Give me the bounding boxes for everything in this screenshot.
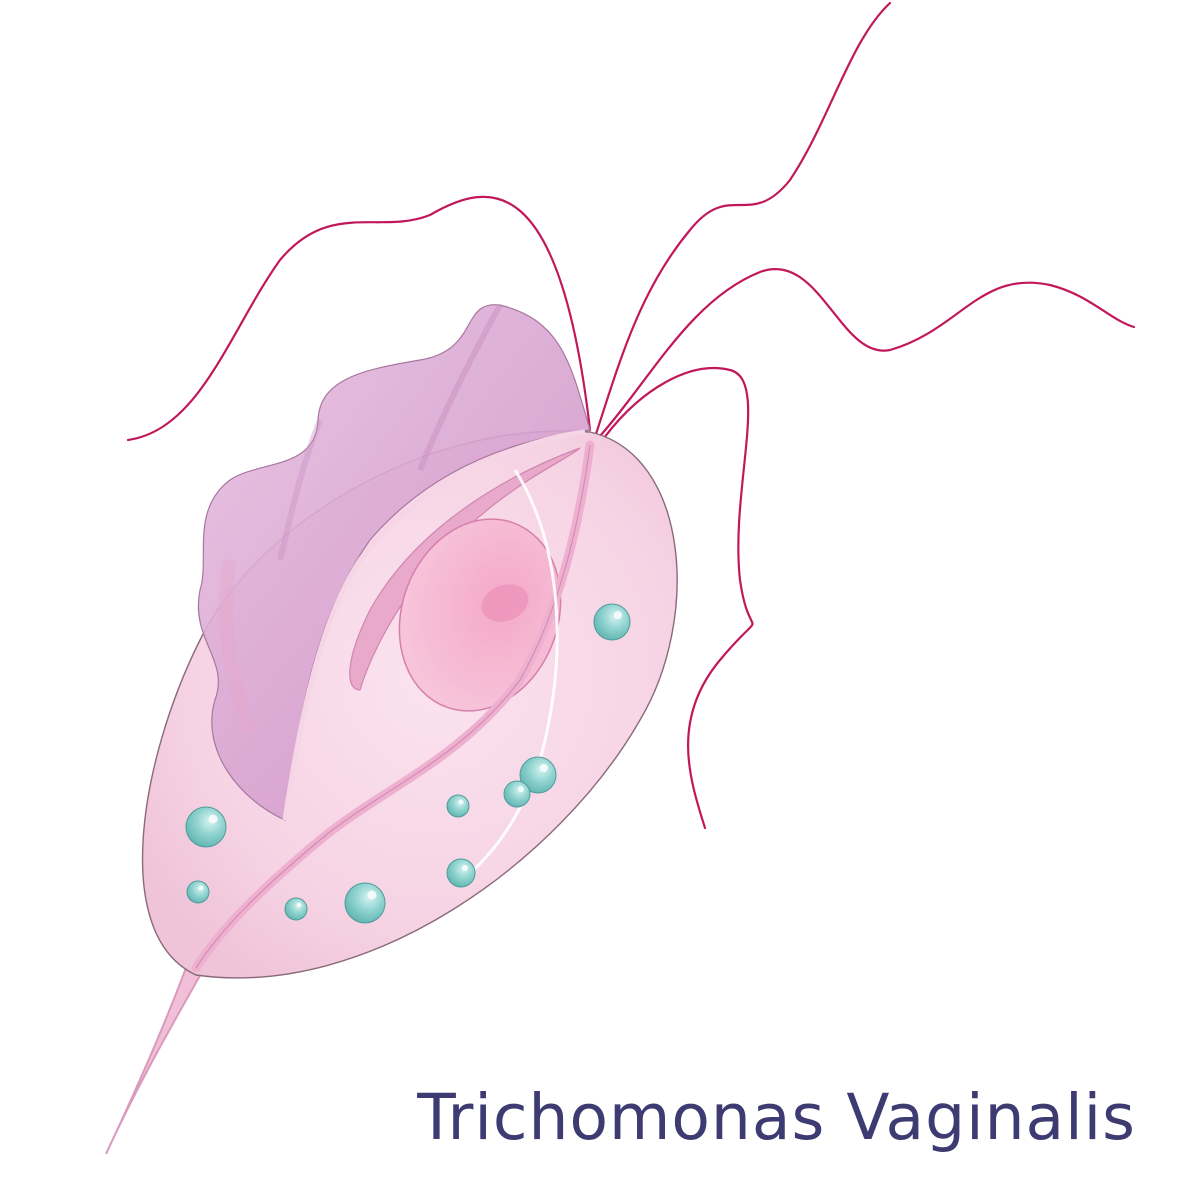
granule [185,806,227,848]
granule [344,882,386,924]
granule [446,794,470,818]
granule [284,897,308,921]
costa [349,447,581,691]
nucleus [398,518,562,712]
posterior-tail [105,966,204,1155]
flagellum-4 [602,367,754,830]
flagellum-1 [126,195,592,442]
illustration-caption: Trichomonas Vaginalis [417,1081,1136,1154]
granule [446,858,476,888]
granule [186,880,210,904]
granules [185,603,631,924]
flagellum-2 [594,1,892,436]
granule [503,780,531,808]
flagellum-3 [598,268,1136,438]
pelta-highlight [454,469,559,887]
undulating-membrane [197,303,591,821]
anterior-flagella [126,1,1136,830]
granule [519,756,557,794]
granule [593,603,631,641]
